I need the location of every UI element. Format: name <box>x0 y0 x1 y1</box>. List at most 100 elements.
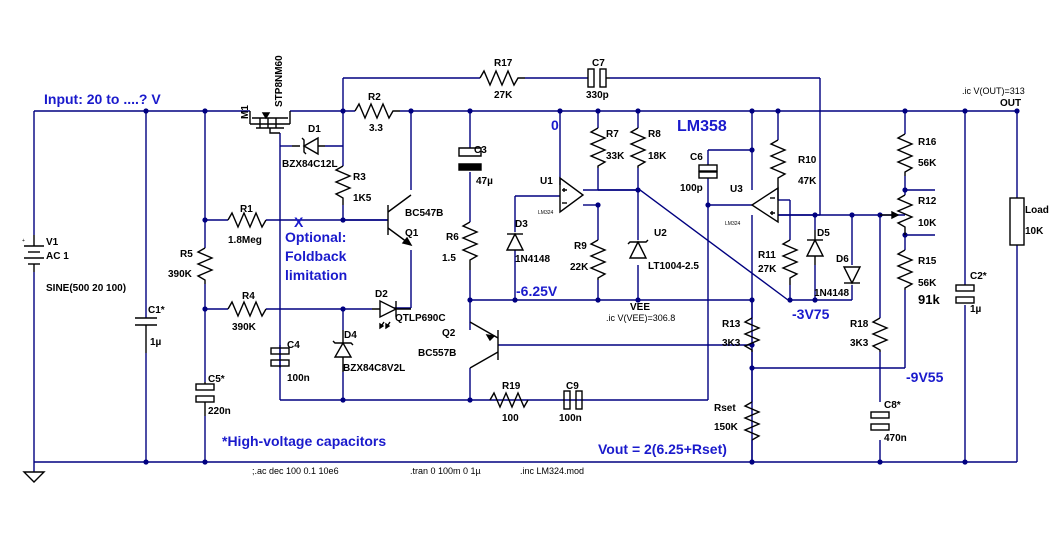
r5-value: 390K <box>168 269 193 280</box>
q1-value: BC547B <box>405 208 443 219</box>
diode-d5 <box>805 230 825 265</box>
capacitor-c5 <box>195 382 215 416</box>
resistor-r19 <box>489 391 529 409</box>
r11-value: 27K <box>758 264 777 275</box>
v1-value: AC 1 <box>46 251 69 262</box>
d3-value: 1N4148 <box>515 254 550 265</box>
c2-value: 1µ <box>970 304 982 315</box>
d5-ref: D5 <box>817 228 830 239</box>
resistor-r18 <box>871 317 889 352</box>
resistor-r17 <box>479 69 525 87</box>
c4-ref: C4 <box>287 340 300 351</box>
svg-text:+: + <box>22 238 25 244</box>
rset-value: 150K <box>714 422 739 433</box>
c6-value: 100p <box>680 183 703 194</box>
r8-value: 18K <box>648 151 667 162</box>
resistor-r16 <box>896 133 914 176</box>
r8-ref: R8 <box>648 129 661 140</box>
capacitor-c3 <box>458 147 482 171</box>
c9-value: 100n <box>559 413 582 424</box>
capacitor-c4 <box>270 347 290 367</box>
c2-ref: C2* <box>970 271 987 282</box>
transistor-q1 <box>387 194 413 247</box>
annotation-r15-alt: 91k <box>918 292 940 307</box>
zener-d4 <box>332 330 354 372</box>
u3-ref: U3 <box>730 184 743 195</box>
r15-value: 56K <box>918 278 937 289</box>
r18-ref: R18 <box>850 319 869 330</box>
d4-value: BZX84C8V2L <box>343 363 405 374</box>
d1-value: BZX84C12L <box>282 159 338 170</box>
rset-ref: Rset <box>714 403 736 414</box>
r17-ref: R17 <box>494 58 513 69</box>
capacitor-c2 <box>955 284 975 304</box>
r18-value: 3K3 <box>850 338 869 349</box>
opamp-u1 <box>559 176 585 214</box>
d2-value: QTLP690C <box>395 313 446 324</box>
potentiometer-r12 <box>880 194 914 235</box>
u2-value: LT1004-2.5 <box>648 261 699 272</box>
u3-value: LM324 <box>725 221 741 227</box>
led-d2 <box>372 299 411 330</box>
net-label-vee: VEE <box>630 302 650 313</box>
annotation-zero: 0 <box>551 117 559 133</box>
resistor-r3 <box>334 165 352 205</box>
r4-value: 390K <box>232 322 257 333</box>
r6-ref: R6 <box>446 232 459 243</box>
capacitor-c1 <box>135 317 157 353</box>
annotation-vout-formula: Vout = 2(6.25+Rset) <box>598 441 727 457</box>
d4-ref: D4 <box>344 330 357 341</box>
diode-d6 <box>842 266 862 285</box>
r19-ref: R19 <box>502 381 521 392</box>
m1-ref: M1 <box>240 105 251 119</box>
d3-ref: D3 <box>515 219 528 230</box>
r16-ref: R16 <box>918 137 937 148</box>
r3-value: 1K5 <box>353 193 372 204</box>
capacitor-c6 <box>698 164 718 179</box>
r13-ref: R13 <box>722 319 741 330</box>
resistor-r9 <box>589 239 607 280</box>
d6-ref: D6 <box>836 254 849 265</box>
annotation-limitation: limitation <box>285 267 347 283</box>
d1-ref: D1 <box>308 124 321 135</box>
capacitor-c7 <box>587 68 610 88</box>
m1-value: STP8NM60 <box>274 55 285 107</box>
d2-ref: D2 <box>375 289 388 300</box>
directive-ac: ;.ac dec 100 0.1 10e6 <box>252 466 339 476</box>
annotation-input: Input: 20 to ....? V <box>44 91 161 107</box>
c5-ref: C5* <box>208 374 225 385</box>
annotation-foldback: Foldback <box>285 248 347 264</box>
annotation-hv-caps: *High-voltage capacitors <box>222 433 386 449</box>
resistor-r4 <box>227 300 267 318</box>
transistor-q2 <box>469 321 499 369</box>
r4-ref: R4 <box>242 291 255 302</box>
r3-ref: R3 <box>353 172 366 183</box>
directive-ic-out: .ic V(OUT)=313 <box>962 86 1025 96</box>
c7-value: 330p <box>586 90 609 101</box>
resistor-r6 <box>461 221 479 270</box>
r10-ref: R10 <box>798 155 817 166</box>
r11-ref: R11 <box>758 250 776 261</box>
c9-ref: C9 <box>566 381 579 392</box>
annotation-lm358: LM358 <box>677 118 727 135</box>
c3-value: 47µ <box>476 176 493 187</box>
c7-ref: C7 <box>592 58 605 69</box>
annotation-neg-6v25: -6.25V <box>516 283 558 299</box>
r10-value: 47K <box>798 176 817 187</box>
d5-value: 1N4148 <box>814 288 849 299</box>
r12-ref: R12 <box>918 196 937 207</box>
c1-value: 1µ <box>150 337 162 348</box>
directive-tran: .tran 0 100m 0 1µ <box>410 466 481 476</box>
r7-value: 33K <box>606 151 625 162</box>
r19-value: 100 <box>502 413 519 424</box>
r5-ref: R5 <box>180 249 193 260</box>
zener-d1 <box>292 136 325 156</box>
c5-value: 220n <box>208 406 231 417</box>
resistor-r15 <box>896 249 914 290</box>
annotation-neg-9v55: -9V55 <box>906 369 944 385</box>
mosfet-m1 <box>249 111 291 134</box>
r1-value: 1.8Meg <box>228 235 262 246</box>
q2-value: BC557B <box>418 348 456 359</box>
source-v1: + <box>22 235 44 272</box>
